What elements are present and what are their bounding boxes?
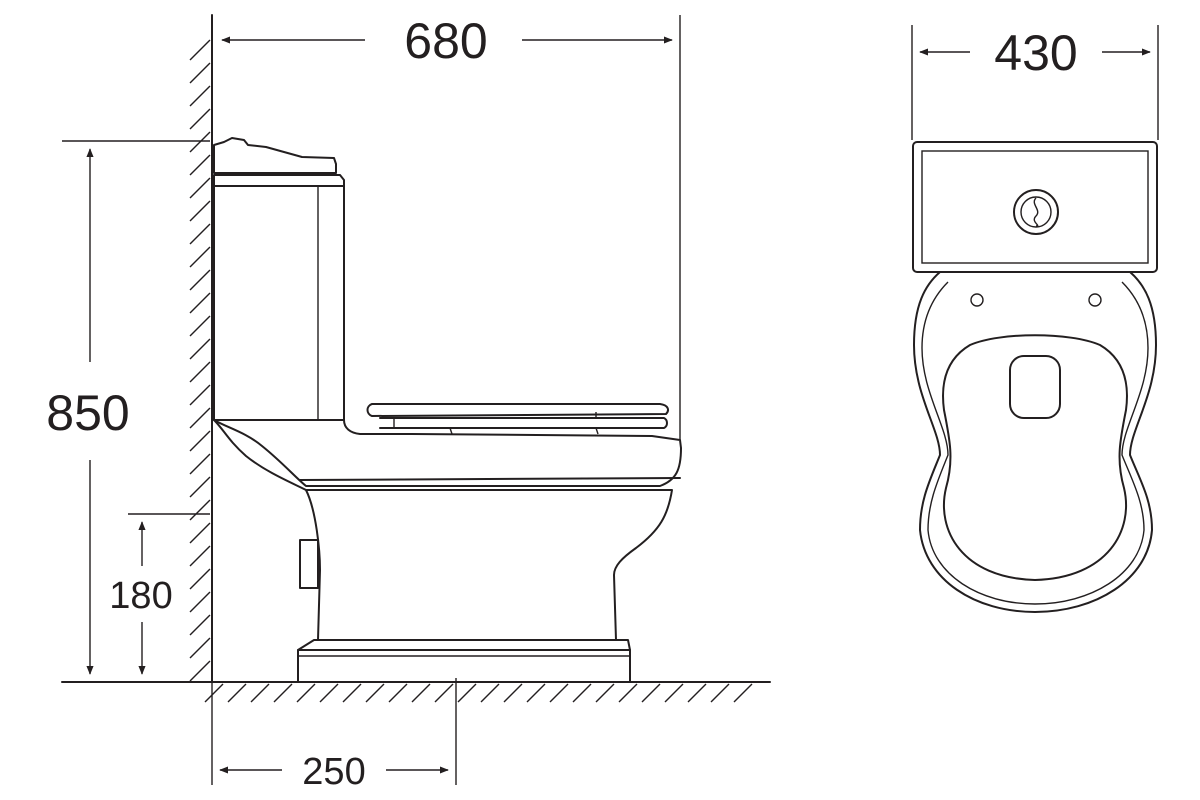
floor-hatch-line — [388, 683, 408, 703]
wall-hatch-line — [189, 154, 211, 176]
dimension-rough-in: 250 — [211, 678, 457, 793]
wall-hatch-line — [189, 338, 211, 360]
floor-hatch-line — [480, 683, 500, 703]
floor-hatch-line — [227, 683, 247, 703]
wall-hatch-line — [189, 223, 211, 245]
overall-depth-label: 680 — [404, 13, 487, 69]
wall-hatch-line — [189, 499, 211, 521]
toilet-side-view — [213, 137, 682, 683]
wall-hatch-line — [189, 315, 211, 337]
floor-hatch-line — [710, 683, 730, 703]
floor-hatch-line — [296, 683, 316, 703]
toilet-top-view — [912, 141, 1158, 613]
rough-in-label: 250 — [302, 751, 365, 793]
wall-hatch-line — [189, 62, 211, 84]
wall-hatch-line — [189, 407, 211, 429]
wall-hatch-line — [189, 522, 211, 544]
wall-hatch-line — [189, 545, 211, 567]
floor-hatch-line — [411, 683, 431, 703]
overall-width-label: 430 — [994, 25, 1077, 81]
floor-hatch-line — [572, 683, 592, 703]
floor-hatch-line — [549, 683, 569, 703]
wall-hatch-line — [189, 131, 211, 153]
wall-hatch-line — [189, 591, 211, 613]
wall-hatch — [189, 39, 211, 682]
wall-hatch-line — [189, 85, 211, 107]
floor-hatch-line — [434, 683, 454, 703]
floor-hatch-line — [595, 683, 615, 703]
dimension-overall-height: 850 — [46, 140, 210, 675]
floor-hatch-line — [250, 683, 270, 703]
wall-hatch-line — [189, 453, 211, 475]
wall-hatch-line — [189, 568, 211, 590]
inlet-height-label: 180 — [109, 575, 172, 617]
floor-hatch-line — [618, 683, 638, 703]
floor — [61, 681, 771, 703]
wall-hatch-line — [189, 246, 211, 268]
wall-hatch-line — [189, 108, 211, 130]
floor-hatch-line — [687, 683, 707, 703]
wall — [189, 14, 213, 683]
dimension-overall-width: 430 — [911, 25, 1159, 140]
wall-hatch-line — [189, 384, 211, 406]
floor-hatch-line — [641, 683, 661, 703]
floor-hatch-line — [457, 683, 477, 703]
floor-hatch-line — [319, 683, 339, 703]
floor-hatch-line — [342, 683, 362, 703]
wall-hatch-line — [189, 614, 211, 636]
dimension-inlet-height: 180 — [109, 513, 210, 675]
wall-hatch-line — [189, 39, 211, 61]
wall-hatch-line — [189, 476, 211, 498]
floor-hatch-line — [664, 683, 684, 703]
flush-button-icon — [1013, 189, 1059, 235]
floor-hatch-line — [733, 683, 753, 703]
wall-hatch-line — [189, 361, 211, 383]
floor-hatch-line — [526, 683, 546, 703]
wall-hatch-line — [189, 637, 211, 659]
dimension-overall-depth: 680 — [221, 13, 681, 440]
floor-hatch-line — [204, 683, 224, 703]
floor-hatch-line — [273, 683, 293, 703]
floor-hatch-line — [503, 683, 523, 703]
floor-hatch-line — [365, 683, 385, 703]
overall-height-label: 850 — [46, 385, 129, 441]
wall-hatch-line — [189, 269, 211, 291]
wall-hatch-line — [189, 660, 211, 682]
wall-hatch-line — [189, 292, 211, 314]
wall-hatch-line — [189, 177, 211, 199]
wall-hatch-line — [189, 200, 211, 222]
wall-hatch-line — [189, 430, 211, 452]
floor-hatch — [204, 683, 753, 703]
